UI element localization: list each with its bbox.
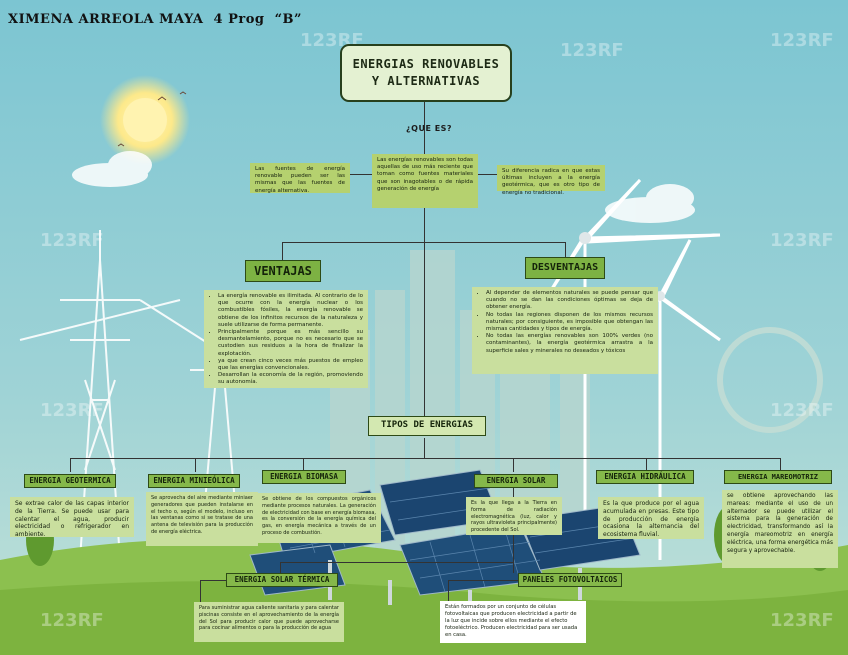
solar-box: Es la que llega a la Tierra en forma de … [466,497,562,535]
connector-line [565,242,566,260]
ventajas-label: VENTAJAS [245,260,321,282]
watermark: 123RF [770,610,834,631]
hidraulica-box: Es la que produce por el agua acumulada … [598,497,704,539]
connector-line [200,580,201,604]
desventajas-label: DESVENTAJAS [525,257,605,279]
watermark: 123RF [40,230,104,251]
minieolica-box: Se aprovecha del aire mediante miniaer g… [146,492,258,546]
solar-termica-box: Para suministrar agua caliente sanitaria… [194,602,344,642]
author-name: XIMENA ARREOLA MAYA 4 Prog “B” [8,12,303,27]
definition-center-box: Las energías renovables son todas aquell… [372,154,478,208]
paneles-box: Están formados por un conjunto de célula… [440,601,586,643]
watermark: 123RF [770,400,834,421]
connector-line [780,458,781,470]
ventaja-item: Desarrollan la economía de la región, pr… [218,372,363,386]
tipos-label: TIPOS DE ENERGIAS [368,416,486,436]
desventaja-item: No todas las regiones disponen de los mi… [486,312,653,334]
watermark: 123RF [560,40,624,61]
watermark: 123RF [40,400,104,421]
geotermica-label: ENERGIA GEOTERMICA [24,474,116,488]
title-line-2: Y ALTERNATIVAS [371,74,481,88]
watermark: 123RF [770,30,834,51]
desventaja-item: No todas las energías renovables son 100… [486,333,653,355]
mareomotriz-box: se obtiene aprovechando las mareas: medi… [722,490,838,568]
desventaja-item: Al depender de elementos naturales se pu… [486,290,653,312]
connector-line [70,458,780,459]
solar-label: ENERGIA SOLAR [474,474,558,488]
connector-line [424,208,425,416]
connector-line [282,242,283,260]
connector-line [303,458,304,470]
connector-line [646,458,647,470]
connector-line [424,438,425,458]
connector-line [200,580,228,581]
geotermica-box: Se extrae calor de las capas interior de… [10,497,134,538]
ventajas-box: La energía renovable es ilimitada. Al co… [204,290,368,388]
watermark: 123RF [770,230,834,251]
definition-left-box: Las fuentes de energía renovable pueden … [250,163,350,194]
page-title: ENERGIAS RENOVABLES Y ALTERNATIVAS [340,44,512,102]
connector-line [280,562,514,563]
watermark: 123RF [40,610,104,631]
connector-line [478,174,498,175]
mareomotriz-label: ENERGIA MAREOMOTRIZ [724,470,832,484]
biomasa-label: ENERGIA BIOMASA [262,470,346,484]
connector-line [195,458,196,472]
connector-line [513,458,514,472]
biomasa-box: Se obtiene de los compuestos orgánicos m… [257,493,381,543]
ventaja-item: ya que crean cinco veces más puestos de … [218,358,363,372]
connector-line [448,580,449,602]
definition-right-box: Su diferencia radica en que estas última… [497,165,605,196]
title-line-1: ENERGIAS RENOVABLES [352,57,500,71]
ventaja-item: Principalmente porque es más sencillo su… [218,329,363,358]
desventajas-box: Al depender de elementos naturales se pu… [472,287,658,374]
connector-line [350,174,372,175]
question-label: ¿QUE ES? [406,124,453,133]
paneles-label: PANELES FOTOVOLTAICOS [518,573,622,587]
connector-line [424,98,425,154]
minieolica-label: ENERGIA MINIEÓLICA [148,474,240,488]
connector-line [282,242,566,243]
solar-termica-label: ENERGIA SOLAR TÉRMICA [226,573,338,587]
connector-line [448,580,520,581]
connector-line [70,458,71,472]
hidraulica-label: ENERGIA HIDRÁULICA [596,470,694,484]
ventaja-item: La energía renovable es ilimitada. Al co… [218,293,363,329]
connector-line [280,562,281,574]
